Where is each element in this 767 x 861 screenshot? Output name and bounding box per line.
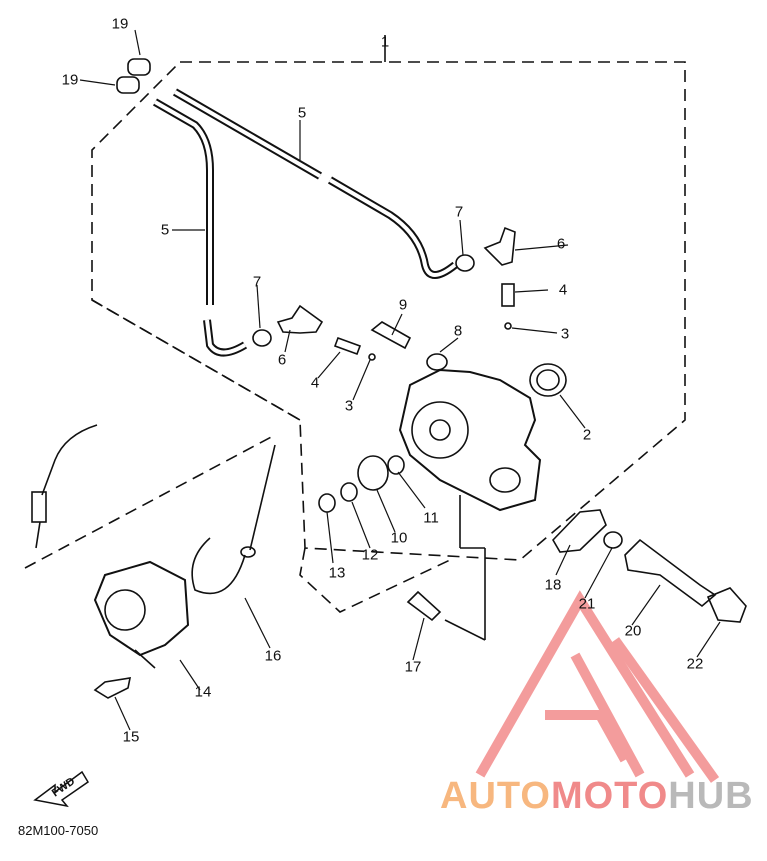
- callout-19-upper: 19: [111, 15, 129, 33]
- callout-8: 8: [453, 322, 463, 340]
- callout-6-left: 6: [277, 351, 287, 369]
- watermark-text: AUTOMOTOHUB: [440, 775, 754, 818]
- callout-7-left: 7: [252, 273, 262, 291]
- dashed-line-sensor: [24, 434, 276, 569]
- callout-3-left: 3: [344, 397, 354, 415]
- elbow-6-left: [276, 304, 324, 334]
- callout-10: 10: [390, 529, 408, 547]
- cable-16: [249, 444, 276, 551]
- washer-8: [426, 353, 448, 371]
- bolt-9: [370, 321, 412, 350]
- sensor-connector: [31, 491, 47, 523]
- callout-15: 15: [122, 728, 140, 746]
- screw-4-right: [501, 283, 515, 307]
- bolt-15: [93, 677, 132, 699]
- impeller-10: [357, 455, 389, 491]
- gasket-18: [552, 509, 607, 553]
- fwd-arrow-icon: [33, 770, 90, 808]
- washer-21: [603, 531, 623, 549]
- callout-11: 11: [423, 509, 439, 527]
- bushing-22: [706, 587, 747, 623]
- cover-14: [93, 560, 190, 657]
- callout-13: 13: [328, 564, 346, 582]
- callout-7-right: 7: [454, 203, 464, 221]
- callout-18: 18: [544, 576, 562, 594]
- callout-1: 1: [380, 33, 390, 51]
- watermark-logo-icon: [475, 590, 720, 783]
- shaft-20: [624, 538, 717, 608]
- diagram-code: 82M100-7050: [18, 823, 99, 838]
- watermark-auto: AUTO: [440, 775, 551, 817]
- callout-21: 21: [578, 595, 596, 613]
- washer-12: [340, 482, 358, 502]
- callout-22: 22: [686, 655, 704, 673]
- hose-middle: [327, 176, 458, 279]
- callout-14: 14: [194, 683, 212, 701]
- callout-17: 17: [404, 658, 422, 676]
- callout-5-left: 5: [160, 221, 170, 239]
- callout-20: 20: [624, 622, 642, 640]
- dashed-line-left: [91, 299, 301, 421]
- bolt-17: [406, 590, 442, 622]
- screw-4-left: [333, 336, 362, 356]
- sensor-wire: [41, 424, 98, 496]
- seal-2: [529, 363, 567, 397]
- clamp-7-left: [252, 329, 272, 347]
- callout-5-upper: 5: [297, 104, 307, 122]
- callout-16: 16: [264, 647, 282, 665]
- watermark-moto: MOTO: [550, 775, 669, 817]
- callout-9: 9: [398, 296, 408, 314]
- callout-19-lower: 19: [61, 71, 79, 89]
- part-19-upper: [127, 58, 151, 76]
- group-boundary-lower: [299, 547, 451, 613]
- washer-11: [387, 455, 405, 475]
- pump-body: [398, 368, 542, 512]
- callout-4-left: 4: [310, 374, 320, 392]
- callout-3-right: 3: [560, 325, 570, 343]
- ball-3-left: [368, 353, 376, 361]
- part-19-lower: [116, 76, 140, 94]
- elbow-6-right: [483, 226, 516, 266]
- watermark-hub: HUB: [668, 775, 754, 817]
- ball-3-right: [504, 322, 512, 330]
- callout-4-right: 4: [558, 281, 568, 299]
- callout-2: 2: [582, 426, 592, 444]
- callout-12: 12: [361, 546, 379, 564]
- nut-13: [318, 493, 336, 513]
- callout-6-right: 6: [556, 235, 566, 253]
- clamp-7-right: [455, 254, 475, 272]
